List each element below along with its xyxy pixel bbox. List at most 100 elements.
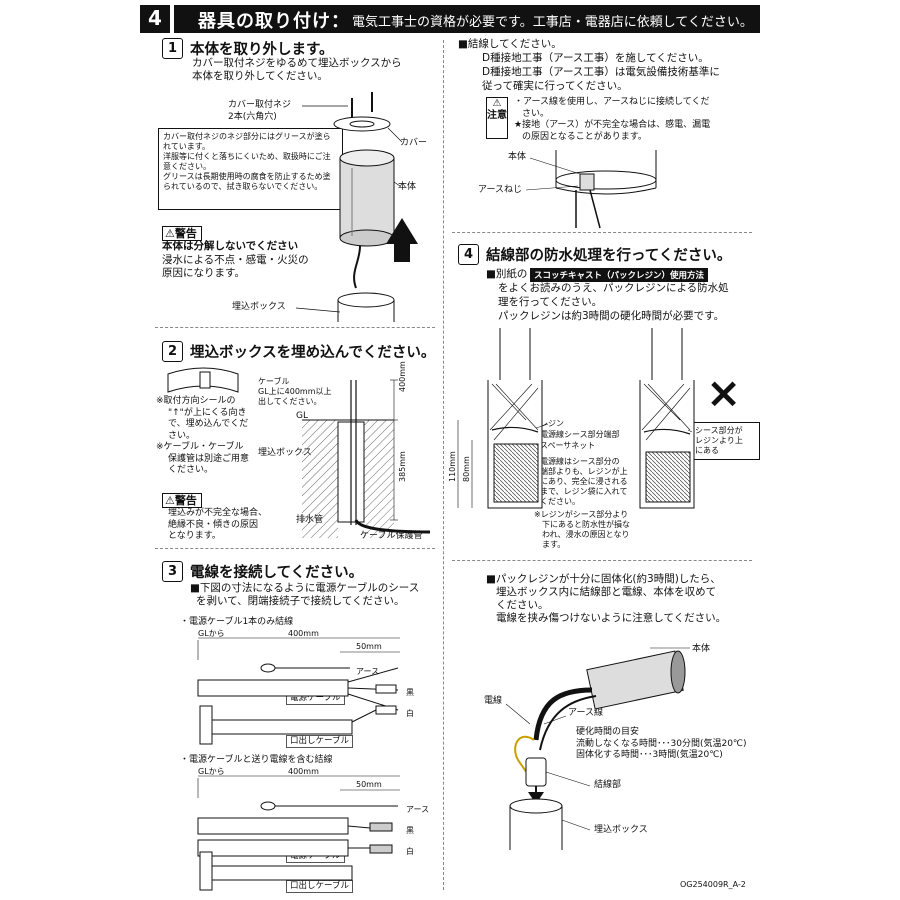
case-1-black: 黒 <box>406 688 414 697</box>
warning-2-line: 絶縁不良・傾きの原因 <box>168 519 259 530</box>
grease-note-line: グリースは長期使用時の腐食を防止するため塗 <box>163 172 331 181</box>
warning-1-body-1: 浸水による不点・感電・火災の <box>162 254 309 266</box>
section-divider-1 <box>155 327 435 328</box>
label-cover-screw-2: 2本(六角穴) <box>228 112 277 122</box>
case-2-black: 黒 <box>406 826 414 835</box>
step-1-number: 1 <box>162 38 183 59</box>
label-spacer: スペーサネット <box>540 441 596 450</box>
step-3-title: 電線を接続してください。 <box>190 565 364 581</box>
label-wire: 電線 <box>484 696 503 706</box>
right-body-1: D種接地工事（アース工事）を施してください。 <box>482 52 709 64</box>
step-2-number: 2 <box>162 341 183 362</box>
label-box-final: 埋込ボックス <box>594 825 648 835</box>
step-1-title: 本体を取り外します。 <box>190 42 334 58</box>
step-2-note-line: ※ケーブル・ケーブル <box>156 442 244 452</box>
header-number: 4 <box>148 6 162 30</box>
grease-note-line: れています。 <box>163 142 210 151</box>
cure-title: 硬化時間の目安 <box>576 727 640 737</box>
caution-text: ・アース線を使用し、アースねじに接続してくだ さい。 ★接地（アース）が不完全な… <box>514 97 710 143</box>
resin-note-line: ※レジンがシース部分より <box>534 510 629 519</box>
case-1-out-cable: 口出しケーブル <box>286 735 353 748</box>
warning-2: ⚠警告 <box>162 489 202 508</box>
label-earth-wire: アース線 <box>568 708 604 718</box>
section-divider-2 <box>155 548 435 549</box>
right-body-3: 従って確実に行ってください。 <box>482 80 628 92</box>
step-1-body-1: カバー取付ネジをゆるめて埋込ボックスから <box>192 57 402 69</box>
case-2-gl: GLから <box>198 767 225 776</box>
header-note: 電気工事士の資格が必要です。工事店・電器店に依頼してください。 <box>352 15 753 30</box>
step-4-title: 結線部の防水処理を行ってください。 <box>486 248 732 264</box>
right-intro: ■結線してください。 <box>458 38 562 50</box>
case-1-title: ・電源ケーブル1本のみ結線 <box>180 617 294 627</box>
step-2-note-line: ※取付方向シールの <box>156 396 236 406</box>
warning-2-line: となります。 <box>168 531 221 541</box>
ng-note-line: レジンより上 <box>695 436 743 445</box>
caution-label: 注意 <box>487 110 507 121</box>
step-4-prefix: ■別紙の <box>486 268 528 280</box>
header-title: 器具の取り付け： <box>198 11 350 32</box>
case-2-50: 50mm <box>356 780 382 789</box>
warning-2-line: 埋込みが不完全な場合、 <box>168 508 268 518</box>
caution-badge: ⚠注意 <box>486 97 508 139</box>
resin-note-line: われ、浸水の原因となり <box>542 530 630 539</box>
label-body-final: 本体 <box>692 644 711 654</box>
warning-1-title: 本体は分解しないでください <box>162 240 299 252</box>
warning-label: 警告 <box>174 227 197 240</box>
step-4-body-1: をよくお読みのうえ、パックレジンによる防水処 <box>498 282 729 294</box>
final-line: 電線を挟み傷つけないように注意してください。 <box>496 612 727 624</box>
label-body: 本体 <box>398 182 417 192</box>
case-1-gl: GLから <box>198 629 225 638</box>
column-divider <box>443 40 444 890</box>
case-1-50: 50mm <box>356 642 382 651</box>
case-2-title: ・電源ケーブルと送り電線を含む結線 <box>180 755 333 765</box>
label-cable-2: GL上に400mm以上 <box>258 387 332 396</box>
header-divider <box>170 5 174 33</box>
label-gl: GL <box>296 411 308 421</box>
step-2-note-line: "↑"が上にくる向き <box>168 407 247 418</box>
caution-line: さい。 <box>522 108 550 119</box>
case-2-400: 400mm <box>288 767 319 776</box>
resin-explain-line: 端部よりも、レジンが上 <box>540 467 628 476</box>
step-2-note-line: さい。 <box>168 430 196 441</box>
label-body-r: 本体 <box>508 152 527 162</box>
case-1-earth: アース <box>356 667 380 676</box>
resin-explain-line: にあり、完全に浸される <box>540 477 628 486</box>
label-embed-box-2: 埋込ボックス <box>258 448 312 458</box>
ng-note-line: シース部分が <box>695 426 743 435</box>
step-3-body-2: を剥いて、閉端接続子で接続してください。 <box>196 595 405 607</box>
label-embed-box: 埋込ボックス <box>232 302 286 312</box>
step-4-body-3: パックレジンは約3時間の硬化時間が必要です。 <box>498 310 725 322</box>
ng-note-line: にある <box>695 446 719 455</box>
case-1-white: 白 <box>406 709 414 718</box>
warning-1: ⚠警告 <box>162 222 202 241</box>
warning-label: 警告 <box>174 494 197 507</box>
step-2-title: 埋込ボックスを埋め込んでください。 <box>190 345 436 361</box>
label-cover-screw: カバー取付ネジ <box>228 100 292 110</box>
warning-2-body: 埋込みが不完全な場合、 絶縁不良・傾きの原因 となります。 <box>168 508 267 543</box>
right-body-2: D種接地工事（アース工事）は電気設備技術基準に <box>482 66 720 78</box>
grease-note-line: カバー取付ネジのネジ部分にはグリースが塗ら <box>163 132 331 141</box>
cure-time-box: 硬化時間の目安 流動しなくなる時間･･･30分間(気温20℃) 固体化する時間･… <box>576 727 747 762</box>
label-cover: カバー <box>400 138 428 148</box>
warning-badge: ⚠警告 <box>162 493 202 508</box>
resin-explain: 電源線はシース部分の 端部よりも、レジンが上 にあり、完全に浸される まで、レジ… <box>540 457 628 507</box>
step-4-number: 4 <box>458 244 479 265</box>
caution-line: の原因となることがあります。 <box>522 131 647 142</box>
caution-line: ・アース線を使用し、アースねじに接続してくだ <box>514 97 710 107</box>
final-line: ■パックレジンが十分に固体化(約3時間)したら、 <box>486 573 721 585</box>
step-3-body-1: ■下図の寸法になるように電源ケーブルのシース <box>190 582 420 594</box>
ng-mark: × <box>706 368 742 417</box>
step-2-notes: ※取付方向シールの "↑"が上にくる向き で、埋め込んでくだ さい。 ※ケーブル… <box>156 396 249 477</box>
caution-line: ★接地（アース）が不完全な場合は、感電、漏電 <box>514 120 711 130</box>
cure-line-1: 流動しなくなる時間･･･30分間(気温20℃) <box>576 738 747 749</box>
grease-note-line: 洋服等に付くと落ちにくいため、取扱時にご注 <box>163 152 331 161</box>
cure-line-2: 固体化する時間･･･3時間(気温20℃) <box>576 750 723 760</box>
label-resin: レジン <box>540 419 564 428</box>
final-instructions: ■パックレジンが十分に固体化(約3時間)したら、 埋込ボックス内に結線部と電線、… <box>486 573 726 625</box>
